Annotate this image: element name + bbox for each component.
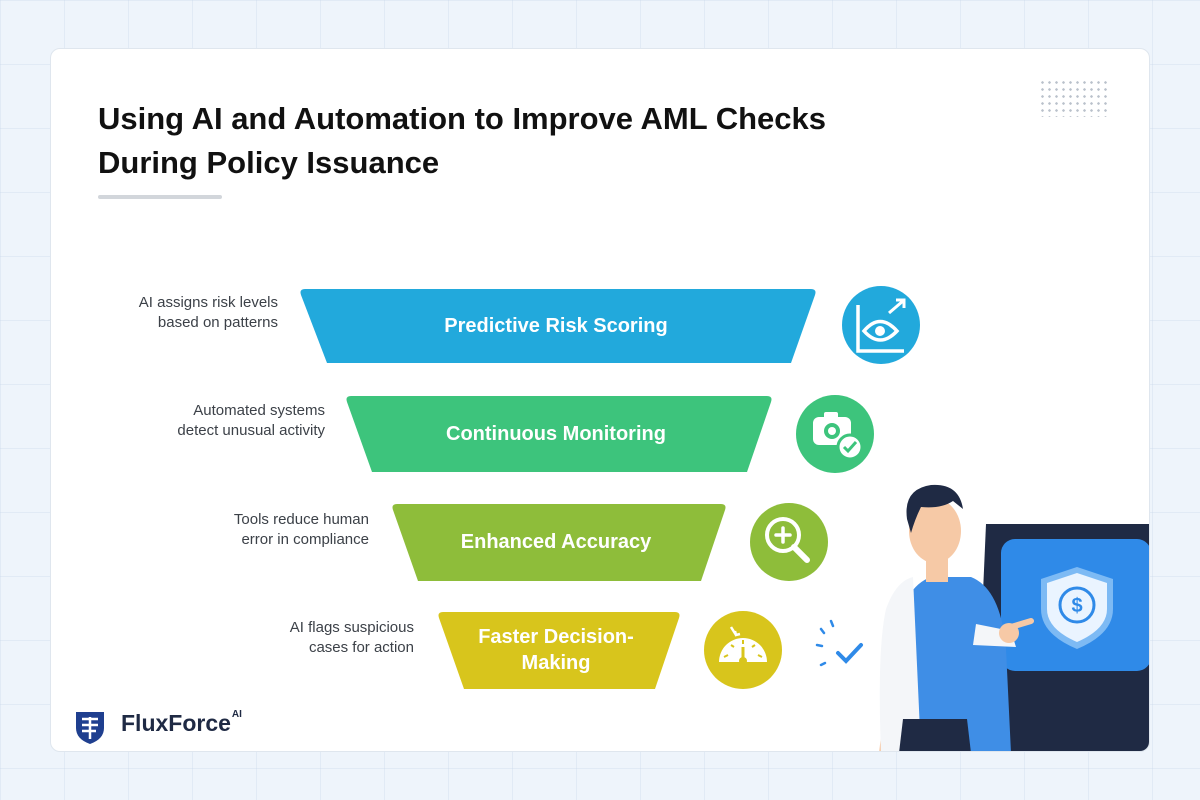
tier-note-1-line-1: AI assigns risk levels bbox=[138, 294, 278, 311]
tier-band-1 bbox=[300, 289, 816, 363]
brand-logo: FluxForce AI bbox=[87, 705, 242, 741]
tier-note-2-line-1: Automated systems bbox=[193, 402, 325, 419]
magnifier-plus-icon bbox=[750, 503, 828, 581]
tier-label-1: Predictive Risk Scoring bbox=[341, 313, 771, 339]
svg-text:$: $ bbox=[1071, 595, 1082, 617]
speedometer-icon bbox=[704, 611, 782, 689]
tier-note-4: AI flags suspicious cases for action bbox=[174, 618, 414, 658]
tier-label-2-line-1: Continuous Monitoring bbox=[446, 423, 666, 445]
person-illustration bbox=[879, 484, 1034, 751]
tier-band-4 bbox=[438, 612, 680, 689]
tier-note-3-line-2: error in compliance bbox=[241, 531, 369, 548]
tier-band-2 bbox=[346, 396, 772, 472]
tier-note-2: Automated systems detect unusual activit… bbox=[85, 401, 325, 441]
tier-note-4-line-1: AI flags suspicious bbox=[289, 619, 414, 636]
brand-suffix: AI bbox=[231, 708, 242, 720]
tier-label-3-line-1: Enhanced Accuracy bbox=[460, 531, 652, 553]
tier-label-4-line-1: Faster Decision- bbox=[478, 626, 634, 648]
page-title: Using AI and Automation to Improve AML C… bbox=[98, 97, 918, 185]
infographic-card: Using AI and Automation to Improve AML C… bbox=[50, 48, 1150, 752]
camera-check-icon bbox=[796, 395, 874, 473]
checkmark-sparkle bbox=[815, 619, 863, 667]
tier-label-2: Continuous Monitoring bbox=[361, 421, 751, 447]
eye-chart-icon bbox=[842, 286, 920, 364]
title-line-1: Using AI and Automation to Improve AML C… bbox=[98, 101, 826, 136]
tier-label-3: Enhanced Accuracy bbox=[401, 529, 711, 555]
dot-pattern bbox=[1039, 79, 1107, 117]
tier-note-3: Tools reduce human error in compliance bbox=[129, 510, 369, 550]
shield-dollar-icon: $ bbox=[1041, 567, 1113, 649]
tier-note-3-line-1: Tools reduce human bbox=[233, 511, 369, 528]
brand-name: FluxForce bbox=[121, 709, 231, 736]
tier-label-1-line-1: Predictive Risk Scoring bbox=[444, 315, 668, 337]
tier-note-1-line-2: based on patterns bbox=[157, 314, 278, 331]
tier-note-1: AI assigns risk levels based on patterns bbox=[51, 293, 278, 333]
title-line-2: During Policy Issuance bbox=[98, 145, 440, 180]
tier-note-4-line-2: cases for action bbox=[308, 639, 414, 656]
funnel-diagram: $ bbox=[76, 286, 1149, 751]
tier-band-3 bbox=[392, 504, 726, 581]
title-underline bbox=[98, 195, 222, 199]
tier-note-2-line-2: detect unusual activity bbox=[177, 422, 325, 439]
fluxforce-logo-icon bbox=[76, 712, 104, 744]
tier-label-4-line-2: Making bbox=[521, 652, 591, 674]
tier-label-4: Faster Decision- Making bbox=[446, 624, 666, 676]
